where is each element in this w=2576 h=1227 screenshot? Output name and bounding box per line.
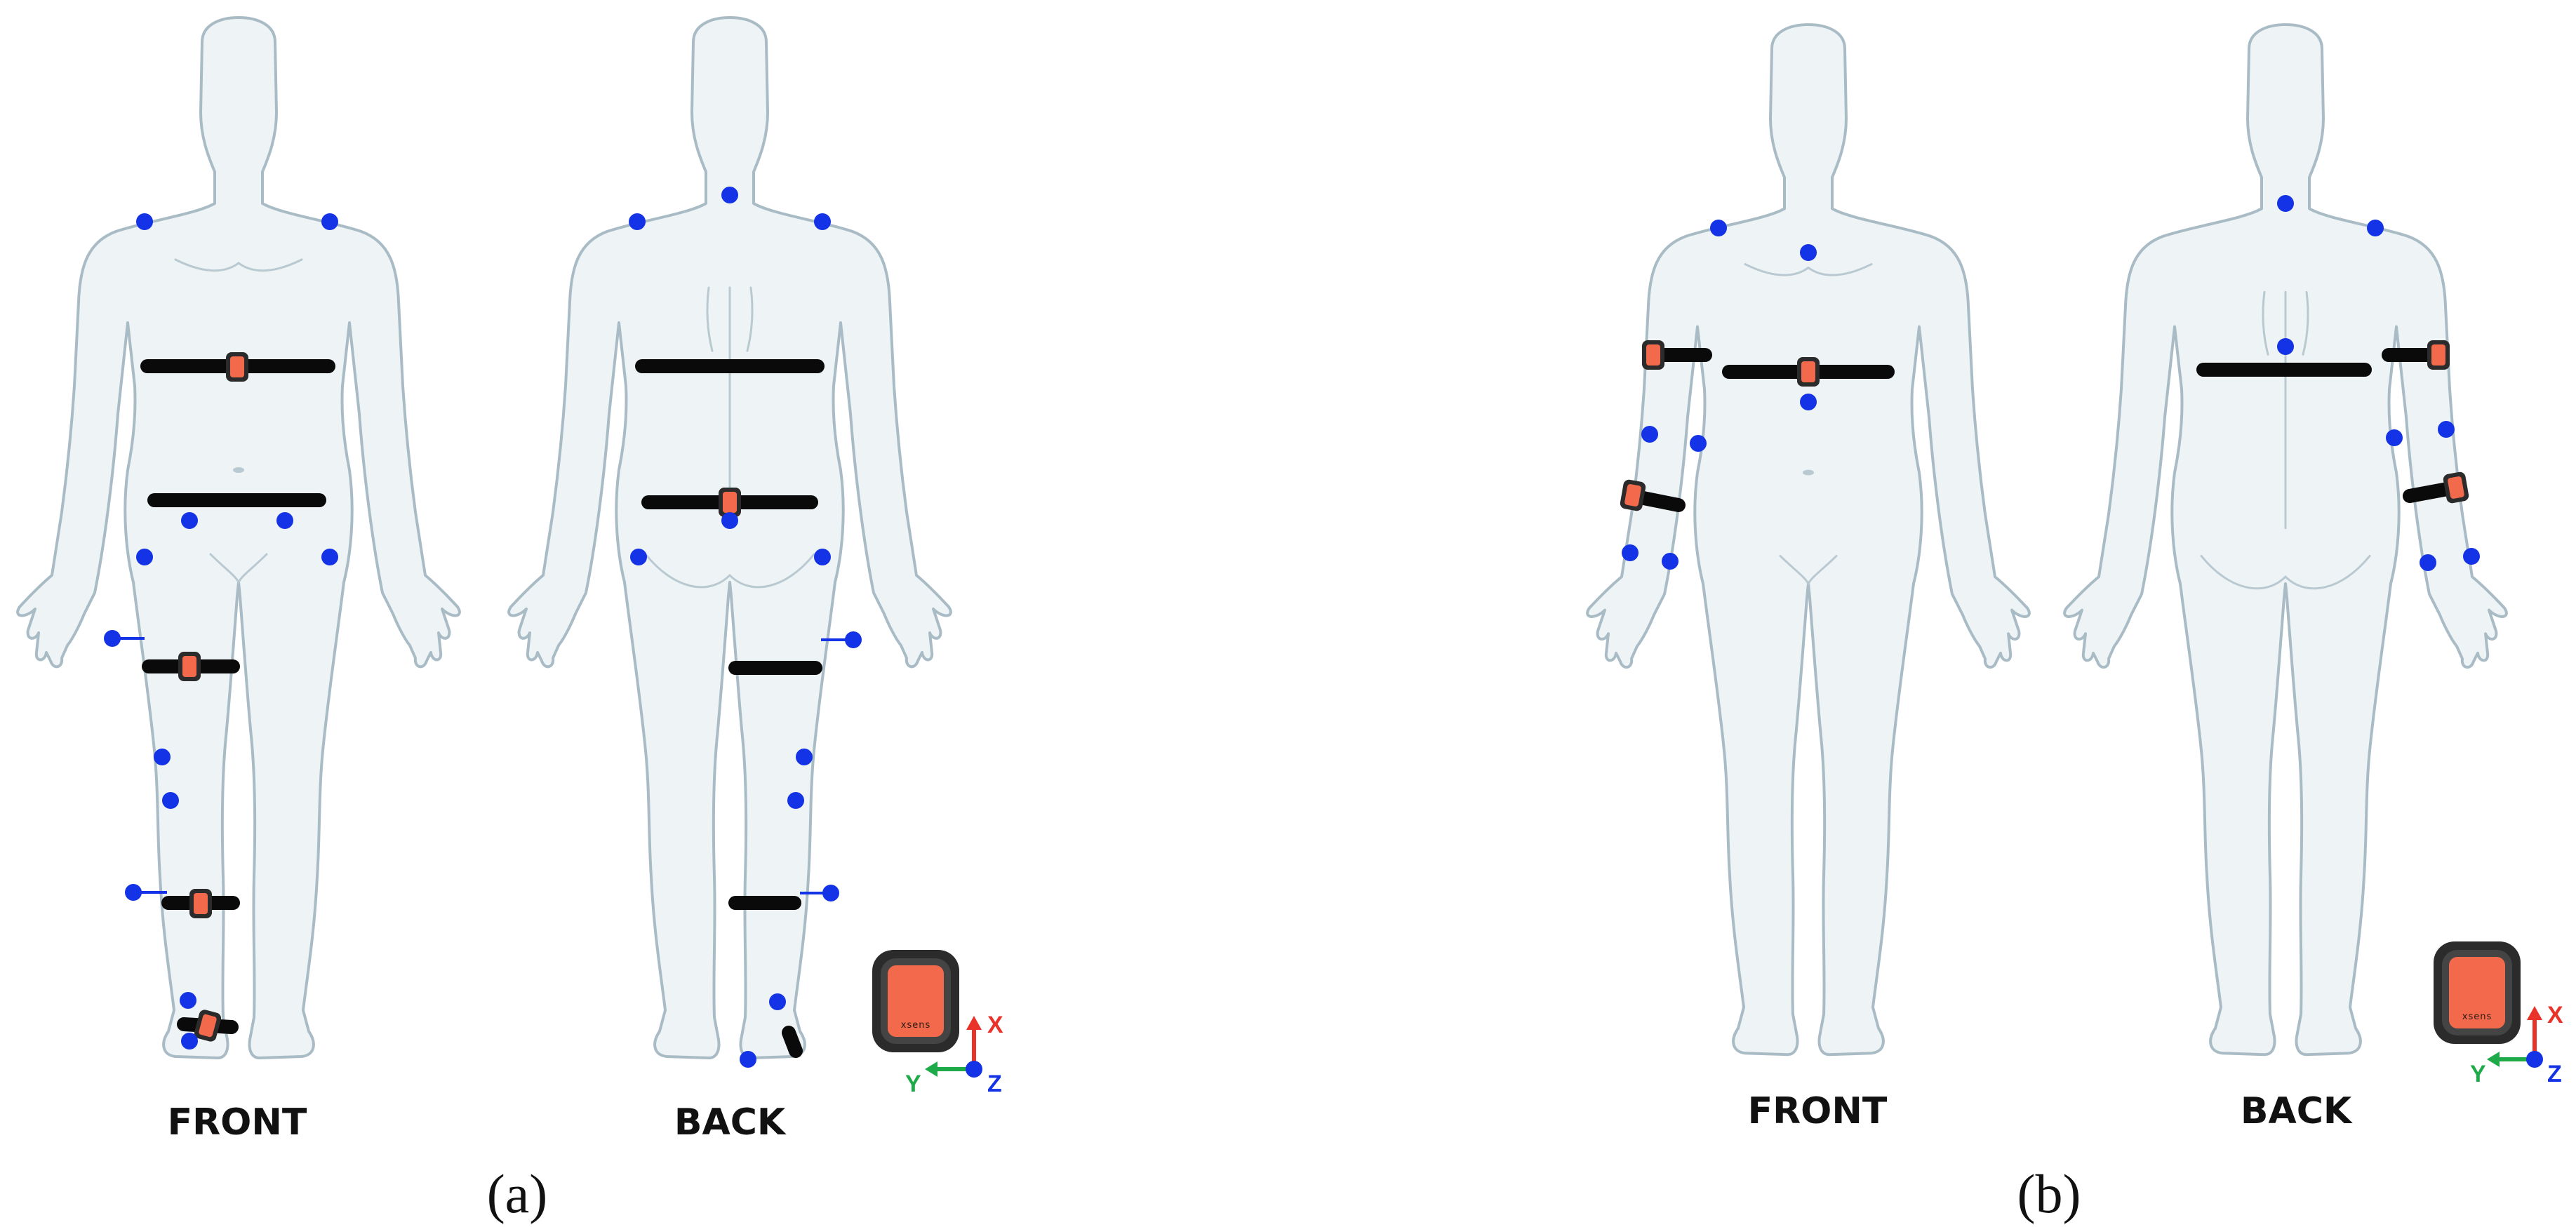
marker [162, 792, 179, 809]
axis-z-label: Z [987, 1071, 1002, 1097]
marker [1800, 394, 1817, 410]
human-figure-front [16, 16, 461, 1059]
sensor-unit [1797, 357, 1820, 387]
axis-y-label: Y [2470, 1061, 2486, 1087]
panel-label-a: (a) [487, 1163, 548, 1224]
marker [2277, 338, 2294, 355]
marker [769, 993, 786, 1010]
sensors-b [1620, 340, 2469, 511]
marker [276, 512, 293, 529]
marker [136, 549, 153, 565]
straps-back-a [635, 359, 825, 1058]
marker [1710, 220, 1727, 236]
marker [740, 1051, 756, 1068]
marker [1641, 426, 1658, 443]
marker [2463, 548, 2480, 565]
marker [630, 549, 647, 565]
marker [2420, 554, 2436, 571]
sensor-unit [226, 352, 248, 382]
xsens-sensor-icon: xsens [872, 950, 959, 1052]
markers-front-a [104, 213, 338, 1050]
axis-x-label: X [987, 1012, 1003, 1038]
marker [104, 630, 121, 647]
axis-triad: X Y Z [905, 1012, 1003, 1097]
axis-triad: X Y Z [2470, 1002, 2563, 1087]
xsens-brand-text: xsens [901, 1020, 930, 1031]
marker [1800, 244, 1817, 261]
view-label-front: FRONT [1748, 1090, 1888, 1132]
marker [2277, 195, 2294, 212]
marker [814, 549, 831, 565]
sensor-unit [1620, 479, 1646, 511]
sensor-unit [178, 652, 201, 681]
marker [1690, 435, 1707, 452]
sensor-unit [2427, 340, 2450, 370]
axis-z-label: Z [2547, 1061, 2562, 1087]
sensor-unit [719, 488, 741, 517]
marker [2367, 220, 2384, 236]
marker [125, 884, 142, 901]
panel-a: xsens X Y Z FRONT BACK (a) [16, 16, 1003, 1224]
human-figure-front [1586, 23, 2031, 1057]
view-label-front: FRONT [168, 1101, 307, 1144]
markers-back-b [2277, 195, 2480, 571]
body-silhouette [1586, 23, 2031, 1057]
panel-label-b: (b) [2017, 1163, 2081, 1224]
marker [721, 512, 738, 529]
marker [796, 749, 813, 765]
marker [629, 213, 646, 230]
axis-y-label: Y [905, 1071, 921, 1097]
marker [154, 749, 171, 765]
marker [822, 885, 839, 901]
view-label-back: BACK [674, 1101, 787, 1144]
sensor-unit [189, 889, 212, 918]
xsens-sensor-icon: xsens [2434, 941, 2521, 1044]
marker [1622, 544, 1639, 561]
human-figure-back [2063, 23, 2508, 1057]
marker [321, 549, 338, 565]
body-silhouette [2063, 23, 2508, 1057]
marker [321, 213, 338, 230]
sensor-unit [2443, 471, 2469, 504]
sensor-legend-a: xsens X Y Z [872, 950, 1003, 1097]
marker [845, 631, 862, 648]
marker [787, 792, 804, 809]
marker [136, 213, 153, 230]
xsens-brand-text: xsens [2462, 1012, 2492, 1022]
marker [814, 213, 831, 230]
marker [2438, 421, 2455, 438]
sensors-a [178, 352, 741, 1042]
panel-b: xsens X Y Z FRONT BACK (b) [1586, 23, 2563, 1224]
marker [1662, 553, 1679, 570]
marker [2386, 429, 2403, 446]
marker [181, 1033, 198, 1050]
marker [180, 992, 196, 1009]
sensor-unit [1642, 340, 1664, 370]
sensor-unit [194, 1010, 222, 1042]
marker [181, 512, 198, 529]
strap-foot [782, 1026, 803, 1058]
sensor-legend-b: xsens X Y Z [2434, 941, 2563, 1087]
markers-back-a [629, 187, 862, 1068]
markers-front-b [1622, 220, 1817, 570]
human-figure-back [507, 16, 952, 1059]
view-label-back: BACK [2241, 1090, 2353, 1132]
axis-x-label: X [2547, 1002, 2563, 1028]
marker [721, 187, 738, 203]
